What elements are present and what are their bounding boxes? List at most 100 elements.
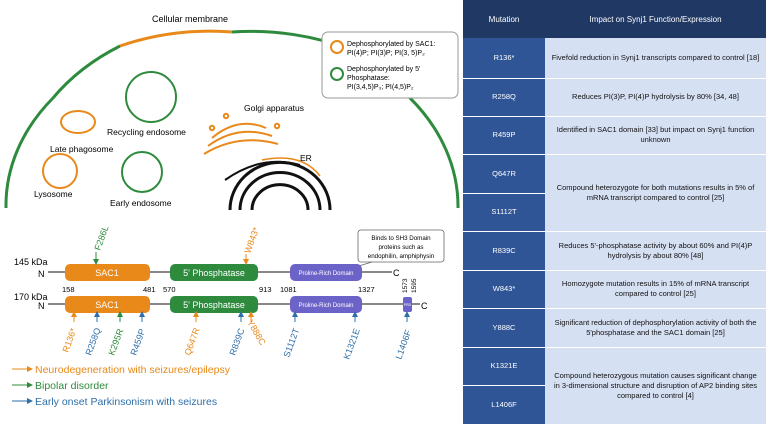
mut-W843: W843* xyxy=(242,225,261,254)
mutation-cell: W843* xyxy=(463,270,545,309)
mut-Q647R: Q647R xyxy=(182,326,201,357)
sac1-domain-145 xyxy=(65,264,150,281)
table-row: S1112T xyxy=(463,193,766,232)
table-row: K1321E Compound heterozygous mutation ca… xyxy=(463,347,766,425)
synj1-diagram: Cellular membrane Late phagosome Recycli… xyxy=(4,14,460,408)
table-row: R258Q Reduces PI(3)P, PI(4)P hydrolysis … xyxy=(463,78,766,117)
er-label: ER xyxy=(300,153,312,163)
mut-F286L: F286L xyxy=(92,224,110,251)
impact-cell: Reduces 5'-phosphatase activity by about… xyxy=(545,231,766,271)
isoform-170: 170 kDa N SAC1 5' Phosphatase Proline-Ri… xyxy=(14,292,428,313)
mutation-table-container: Mutation Impact on Synj1 Function/Expres… xyxy=(463,0,766,433)
mutation-cell: K1321E xyxy=(463,347,545,386)
early-endosome-label: Early endosome xyxy=(110,198,172,208)
table-row: W843* Homozygote mutation results in 15%… xyxy=(463,270,766,309)
table-row: R459P Identified in SAC1 domain [33] but… xyxy=(463,116,766,155)
membrane-label: Cellular membrane xyxy=(152,14,228,24)
recycling-endosome-label: Recycling endosome xyxy=(107,127,186,137)
mut-K295R: K295R xyxy=(106,327,125,357)
impact-cell: Homozygote mutation results in 15% of mR… xyxy=(545,270,766,309)
mutation-cell: L1406F xyxy=(463,385,545,425)
legend-ptase-line3: PI(3,4,5)P₃; PI(4,5)P₂ xyxy=(347,84,414,91)
sac1-label-170: SAC1 xyxy=(95,300,119,310)
c-terminus-145: C xyxy=(393,268,400,278)
early-endosome-shape xyxy=(121,151,163,193)
table-row: Q647R Compound heterozygote for both mut… xyxy=(463,154,766,232)
pos-481: 481 xyxy=(143,285,156,294)
prd-label-170: Proline-Rich Domain xyxy=(298,303,353,309)
phenotype-parkinsonism: Early onset Parkinsonism with seizures xyxy=(35,396,217,408)
mut-L1406F: L1406F xyxy=(393,328,413,361)
mut-R459P: R459P xyxy=(128,327,147,356)
table-row: L1406F xyxy=(463,385,766,425)
impact-cell: Compound heterozygote for both mutations… xyxy=(545,154,766,232)
prd-label-145: Proline-Rich Domain xyxy=(298,271,353,277)
c-terminus-170: C xyxy=(421,301,428,311)
sh3-callout: Binds to SH3 Domain proteins such as end… xyxy=(351,229,445,269)
sac1-legend-swatch xyxy=(330,40,344,54)
mut-S1112T: S1112T xyxy=(281,326,301,358)
mut-R136: R136* xyxy=(60,326,78,353)
legend-ptase-line2: Phosphatase: xyxy=(347,75,390,82)
phenotype-neuro: Neurodegeneration with seizures/epilepsy xyxy=(35,364,231,376)
impact-cell: Reduces PI(3)P, PI(4)P hydrolysis by 80%… xyxy=(545,78,766,117)
callout-line1: Binds to SH3 Domain xyxy=(371,235,431,242)
pos-1327: 1327 xyxy=(358,285,375,294)
table-row: R136* Fivefold reduction in Synj1 transc… xyxy=(463,38,766,79)
ptase-domain-145 xyxy=(170,264,258,281)
phenotype-bipolar: Bipolar disorder xyxy=(35,380,109,392)
mut-Y888C: Y888C xyxy=(245,318,268,347)
mutation-cell: R258Q xyxy=(463,78,545,117)
mutation-cell: S1112T xyxy=(463,193,545,232)
mutation-cell: Q647R xyxy=(463,154,545,194)
impact-cell: Significant reduction of dephosphorylati… xyxy=(545,308,766,348)
n-terminus-170: N xyxy=(38,301,45,311)
mutation-cell: R136* xyxy=(463,38,545,79)
sac1-domain-170 xyxy=(65,296,150,313)
pos-1595: 1595 xyxy=(411,278,418,293)
late-phagosome-label: Late phagosome xyxy=(50,144,114,154)
prd-domain-170 xyxy=(290,296,362,313)
table-row: Y888C Significant reduction of dephospho… xyxy=(463,308,766,348)
pos-1573: 1573 xyxy=(402,278,409,293)
callout-line3: endophilin, amphiphysin xyxy=(368,253,435,260)
prd-domain-145 xyxy=(290,264,362,281)
ptase-label-170: 5' Phosphatase xyxy=(183,300,245,310)
legend-ptase-line1: Dephosphorylated by 5' xyxy=(347,66,420,73)
ptase-legend-swatch xyxy=(330,67,344,81)
lysosome-shape xyxy=(42,153,78,189)
impact-cell: Identified in SAC1 domain [33] but impac… xyxy=(545,116,766,155)
header-mutation: Mutation xyxy=(463,0,545,38)
callout-line2: proteins such as xyxy=(378,244,423,251)
mutation-cell: R839C xyxy=(463,231,545,271)
kda-170-label: 170 kDa xyxy=(14,292,48,302)
kda-145-label: 145 kDa xyxy=(14,257,48,267)
sac1-label-145: SAC1 xyxy=(95,268,119,278)
phenotype-legend: Neurodegeneration with seizures/epilepsy… xyxy=(12,364,231,408)
recycling-endosome-shape xyxy=(125,71,177,123)
mut-R839C: R839C xyxy=(227,326,246,356)
header-impact: Impact on Synj1 Function/Expression xyxy=(545,0,766,38)
golgi-label: Golgi apparatus xyxy=(244,103,304,113)
mut-K1321E: K1321E xyxy=(341,327,361,361)
late-phagosome-shape xyxy=(60,110,96,134)
lysosome-label: Lysosome xyxy=(34,189,73,199)
ptase-domain-170 xyxy=(170,296,258,313)
golgi-apparatus-shape xyxy=(203,112,281,155)
er-shape xyxy=(224,157,332,211)
dephosphorylation-legend: Dephosphorylated by SAC1: PI(4)P; PI(3)P… xyxy=(321,31,459,99)
prd-small-domain xyxy=(403,297,412,312)
table-header-row: Mutation Impact on Synj1 Function/Expres… xyxy=(463,0,766,38)
mutation-cell: R459P xyxy=(463,116,545,155)
prd-small-label: PRD xyxy=(404,303,412,307)
pos-570: 570 xyxy=(163,285,176,294)
legend-sac1-line2: PI(4)P; PI(3)P; PI(3, 5)P₂ xyxy=(347,50,425,57)
mutation-cell: Y888C xyxy=(463,308,545,348)
ptase-label-145: 5' Phosphatase xyxy=(183,268,245,278)
table-row: R839C Reduces 5'-phosphatase activity by… xyxy=(463,231,766,271)
impact-cell: Compound heterozygous mutation causes si… xyxy=(545,347,766,425)
pos-158: 158 xyxy=(62,285,75,294)
mutation-table: Mutation Impact on Synj1 Function/Expres… xyxy=(463,0,766,425)
legend-sac1-line1: Dephosphorylated by SAC1: xyxy=(347,41,435,48)
mut-R258Q: R258Q xyxy=(83,326,102,356)
